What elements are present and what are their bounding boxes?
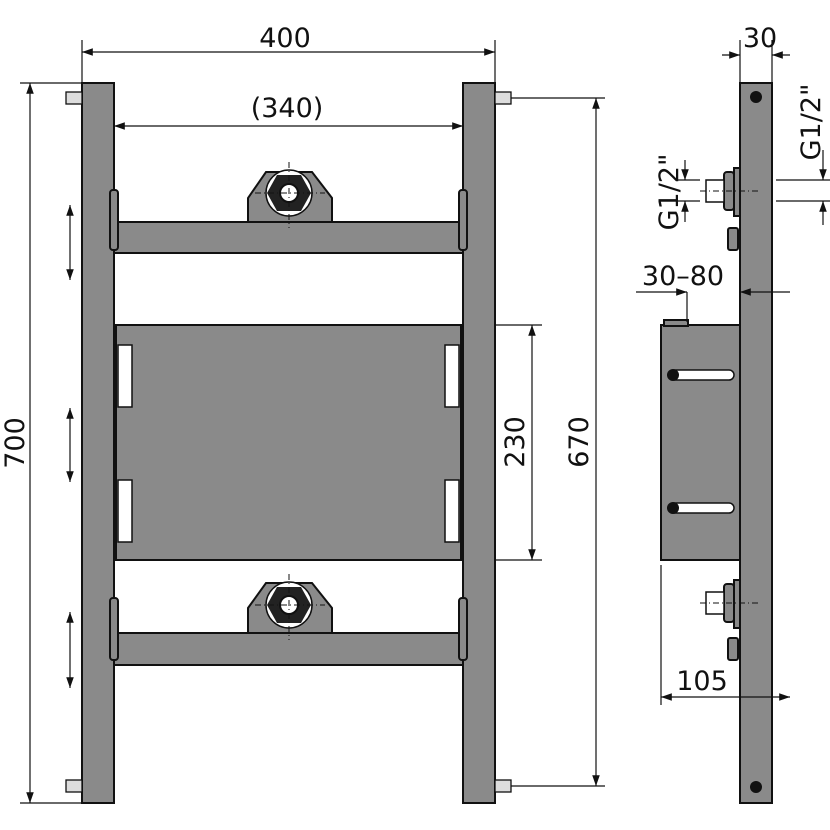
- dim-box-offset: 30–80: [642, 261, 724, 292]
- box-clips: [117, 344, 460, 543]
- front-view: 400 (340) 700 670 230: [0, 23, 605, 804]
- dim-overall-height: 700: [0, 417, 31, 469]
- top-fitting-icon: [247, 162, 333, 228]
- dim-box-height: 230: [500, 416, 531, 468]
- dim-depth: 30: [743, 23, 777, 54]
- dim-thread-left: G1/2": [654, 154, 685, 231]
- bottom-crossbar: [113, 632, 464, 666]
- side-top-fitting-icon: [700, 167, 760, 251]
- side-bottom-fitting-icon: [700, 579, 760, 661]
- slot-icons: [667, 369, 735, 514]
- dim-bolt-spacing: 670: [564, 416, 595, 468]
- dim-overall-width: 400: [259, 23, 311, 54]
- left-post: [81, 82, 115, 804]
- side-view: 30 G1/2" G1/2" 30–80 105: [636, 23, 830, 804]
- side-post: [739, 82, 773, 804]
- right-post: [462, 82, 496, 804]
- dim-thread-right: G1/2": [796, 84, 827, 161]
- dim-box-depth: 105: [676, 666, 728, 697]
- top-crossbar: [113, 221, 464, 254]
- dim-inner-width: (340): [251, 93, 324, 124]
- bottom-fitting-icon: [247, 574, 333, 640]
- mounting-box: [115, 324, 462, 561]
- side-box: [660, 324, 741, 561]
- bolt-icons: [65, 91, 512, 793]
